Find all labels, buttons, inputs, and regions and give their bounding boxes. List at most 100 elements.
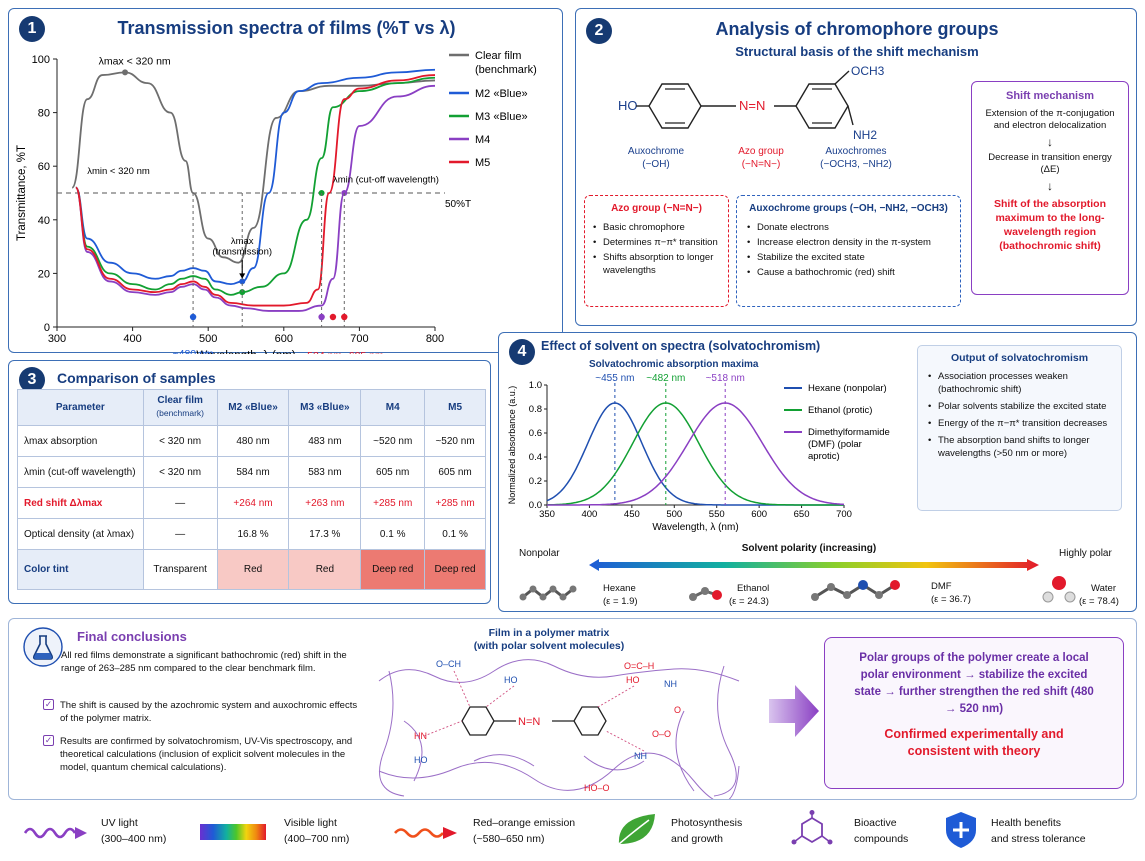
absorbance-curve: [547, 402, 844, 506]
panel-title-solvatochromism: Effect of solvent on spectra (solvatochr…: [541, 339, 821, 353]
table-header-clear: Clear film: [157, 395, 203, 406]
footer-item-health: Health benefits and stress tolerance: [943, 810, 1133, 852]
hexane-molecule-icon: [519, 585, 577, 601]
footer-l2: and growth: [671, 833, 723, 845]
y-tick-label: 0: [44, 322, 50, 334]
table-cell: 0.1 %: [424, 518, 486, 550]
footer-item-uv: UV light (300–400 nm): [23, 814, 203, 852]
check-text: Results are confirmed by solvatochromism…: [60, 736, 353, 773]
y-tick-label: 100: [32, 54, 50, 66]
table-cell: 0.1 %: [360, 518, 426, 550]
spectrum-icon: [200, 824, 266, 840]
azo-molecule-structure: HO N=N OCH3 NH2: [618, 64, 885, 142]
solvent-name: Water: [1091, 583, 1116, 594]
transmission-chart: 300400500600700800020406080100Wavelength…: [16, 50, 537, 354]
label-auxochrome: Auxochrome (−OH): [616, 145, 696, 171]
legend-label: (DMF) (polar: [808, 439, 862, 450]
table-cell: Red shift Δλmax: [17, 487, 144, 519]
panel-title-transmission: Transmission spectra of films (%T vs λ): [117, 18, 456, 38]
conclusions-paragraph: All red films demonstrate a significant …: [61, 650, 347, 674]
legend-label: aprotic): [808, 451, 840, 462]
y-tick-label: 0.8: [529, 404, 542, 415]
x-tick-label: 600: [751, 509, 767, 520]
aux-box-title: Auxochrome groups (−OH, −NH2, −OCH3): [749, 203, 948, 214]
table-header: Parameter: [17, 389, 144, 426]
series-line-m3: [75, 76, 436, 296]
panel-transmission: 1 Transmission spectra of films (%T vs λ…: [8, 8, 563, 354]
table-cell: < 320 nm: [142, 425, 218, 457]
footer-l1: Health benefits: [991, 817, 1062, 829]
table-header-row: Parameter Clear film(benchmark) M2 «Blue…: [17, 389, 486, 426]
label-auxochrome-sub: (−OH): [642, 159, 670, 170]
panel-subtitle-chromophores: Structural basis of the shift mechanism: [735, 44, 979, 59]
annotation-lmax: λmax < 320 nm: [99, 55, 171, 67]
footer-item-bioactive: Bioactive compounds: [790, 810, 940, 852]
label-auxochrome-name: Auxochrome: [627, 146, 685, 157]
legend-label: Dimethylformamide: [808, 427, 890, 438]
footer-l1: Red–orange emission: [473, 817, 576, 829]
panel-solvatochromism: 4 Effect of solvent on spectra (solvatoc…: [498, 332, 1137, 612]
x-axis-label: Wavelength, λ (nm): [652, 522, 738, 533]
table-cell: Transparent: [142, 549, 218, 590]
panel-number-4: 4: [509, 339, 535, 365]
flask-icon: [23, 627, 63, 667]
leaf-icon: [618, 814, 655, 845]
footer-l2: and stress tolerance: [991, 833, 1086, 845]
polarity-label-right: Highly polar: [1059, 548, 1112, 559]
output-item: Energy of the π−π* transition decreases: [928, 417, 1115, 430]
molecule-icon: [791, 810, 833, 845]
panel-number-3: 3: [19, 367, 45, 393]
solvent-name: DMF: [931, 581, 952, 592]
footer-l1: Bioactive: [854, 817, 897, 829]
film-label-azo: N=N: [518, 716, 540, 728]
mech-title: Shift mechanism: [1005, 90, 1095, 102]
azo-box-item: Determines π−π* transition: [593, 236, 722, 249]
footer-l1: UV light: [101, 817, 138, 829]
shift-mechanism-box: Shift mechanism Extension of the π-conju…: [971, 81, 1129, 295]
table-cell: Deep red: [360, 549, 426, 590]
y-tick-label: 0.6: [529, 428, 542, 439]
annotation-lmax-trans: λmax: [231, 236, 254, 247]
conclusions-check-1: ✓ The shift is caused by the azochromic …: [43, 699, 363, 725]
shield-icon: [946, 812, 976, 848]
panel-title-chromophores: Analysis of chromophore groups: [715, 19, 999, 39]
panel-comparison: 3 Comparison of samples Parameter Clear …: [8, 360, 491, 604]
polymer-matrix-diagram: O–CH HO O=C–H HO NH HN HO NH O O–O HO–O …: [378, 659, 740, 799]
output-solvatochromism-box: Output of solvatochromism Association pr…: [917, 345, 1122, 511]
polar-box-text: Polar groups of the polymer create a loc…: [854, 652, 1094, 715]
polarity-arrow: [589, 559, 1039, 571]
x-tick-label: 600: [275, 333, 293, 345]
table-row: λmin (cut-off wavelength) < 320 nm 584 n…: [17, 456, 486, 488]
panel-number-2: 2: [586, 18, 612, 44]
label-azo-sub: (−N=N−): [741, 159, 781, 170]
table-cell: λmax absorption: [17, 425, 144, 457]
y-axis-label: Transmittance, %T: [16, 145, 28, 241]
table-row: Optical density (at λmax) — 16.8 % 17.3 …: [17, 518, 486, 550]
data-point-marker: [122, 69, 129, 76]
footer-item-red: Red–orange emission (~580–650 nm): [393, 814, 613, 852]
table-cell: Deep red: [424, 549, 486, 590]
azo-box-item: Basic chromophore: [593, 221, 722, 234]
table-cell: 605 nm: [424, 456, 486, 488]
label-azo-name: Azo group: [738, 146, 784, 157]
solvent-eps: (ε = 24.3): [729, 596, 769, 607]
solvent-eps: (ε = 1.9): [603, 596, 638, 607]
peak-label: ~482 nm: [646, 373, 685, 384]
peak-label: ~455 nm: [595, 373, 634, 384]
water-molecule-icon: [1042, 576, 1076, 603]
peak-label: ~518 nm: [706, 373, 745, 384]
output-item: Association processes weaken (bathochrom…: [928, 370, 1115, 396]
table-row-red-shift: Red shift Δλmax — +264 nm +263 nm +285 n…: [17, 487, 486, 519]
x-tick-label: 500: [666, 509, 682, 520]
checkbox-icon: ✓: [43, 699, 54, 710]
ethanol-molecule-icon: [689, 587, 722, 601]
panel-conclusions: Final conclusions All red films demonstr…: [8, 618, 1137, 800]
mol-azo: N=N: [739, 98, 765, 113]
solvent-eps: (ε = 36.7): [931, 594, 971, 605]
y-tick-label: 0.0: [529, 500, 542, 511]
legend-label: Hexane (nonpolar): [808, 383, 887, 394]
x-tick-label: 350: [539, 509, 555, 520]
legend-label: M3 «Blue»: [475, 111, 528, 123]
footer-l2: (400–700 nm): [284, 833, 350, 845]
